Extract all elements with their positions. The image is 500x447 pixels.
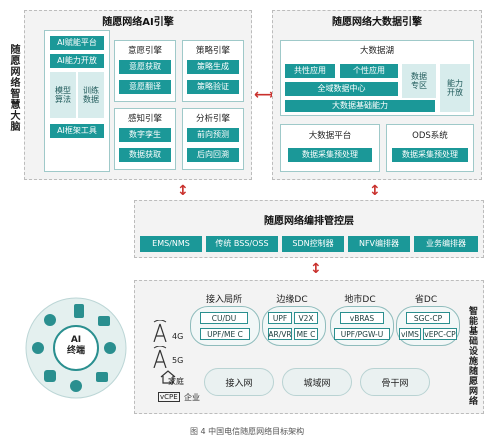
site-access-office-title: 接入局所 (205, 295, 242, 305)
data-acquire: 数据获取 (119, 148, 171, 162)
strategy-engine-title: 策略引擎 (195, 46, 230, 56)
cu-du-box: CU/DU (200, 312, 248, 324)
orchestration-title: 随愿网络编排管控层 (264, 216, 354, 227)
global-data-center: 全域数据中心 (285, 82, 398, 96)
intent-engine-title: 意愿引擎 (127, 46, 162, 56)
home-icon (160, 370, 176, 384)
vcpe-label: vCPE (158, 392, 180, 402)
enterprise-label: 企业 (184, 393, 200, 402)
orch-sdn-controller: SDN控制器 (282, 236, 344, 252)
capability-open: 能力 开放 (440, 64, 470, 112)
perception-engine-title: 感知引擎 (127, 114, 162, 124)
ai-engine-title: 随愿网络AI引擎 (102, 17, 174, 28)
data-zone: 数据 专区 (402, 64, 436, 98)
figure-caption: 图 4 中国电信随愿网络目标架构 (190, 427, 305, 436)
common-app: 共性应用 (285, 64, 335, 78)
v2x-box: V2X (294, 312, 318, 324)
data-lake-title: 大数据湖 (359, 46, 394, 56)
tower-4g-icon (153, 320, 167, 342)
ai-terminal-diagram (25, 297, 127, 399)
ods-collect: 数据采集预处理 (392, 148, 468, 162)
vims-box: vIMS (399, 328, 421, 340)
site-edge-dc-title: 边缘DC (276, 295, 308, 305)
site-city-dc-title: 地市DC (344, 295, 376, 305)
vepc-cp-box: vEPC-CP (423, 328, 457, 340)
upf-edge-box: UPF (268, 312, 292, 324)
ar-vr-box: AR/VR (268, 328, 292, 340)
ai-terminal-label: AI 终端 (66, 335, 85, 356)
strategy-verify: 策略验证 (187, 80, 239, 94)
orch-service-orchestrator: 业务编排器 (414, 236, 478, 252)
personal-app: 个性应用 (340, 64, 398, 78)
ai-capability-open: AI能力开放 (50, 54, 104, 68)
orch-infra-arrow: ↕ (310, 261, 322, 277)
ai-orch-arrow: ↕ (177, 183, 189, 199)
access-net-label: 接入网 (225, 379, 253, 389)
bigdata-platform-collect: 数据采集预处理 (288, 148, 372, 162)
intent-translate: 意愿翻译 (119, 80, 171, 94)
sgc-cp-box: SGC-CP (406, 312, 450, 324)
training-data: 训练 数据 (78, 72, 104, 118)
strategy-generate: 策略生成 (187, 60, 239, 74)
orch-ems-nms: EMS/NMS (140, 236, 202, 252)
access-net-blob (204, 368, 274, 396)
metro-net-blob (282, 368, 352, 396)
model-algorithm: 模型 算法 (50, 72, 76, 118)
ai-enablement-platform: AI赋能平台 (50, 36, 104, 50)
brain-vertical-label: 随愿网络智慧大脑 (8, 44, 19, 132)
bigdata-base-capability: 大数据基础能力 (285, 100, 435, 112)
bigdata-engine-title: 随愿网络大数据引擎 (332, 17, 422, 28)
upf-mec-access-box: UPF/ME C (200, 328, 250, 340)
access-5g-label: 5G (172, 356, 184, 365)
home-label: 家庭 (168, 377, 184, 386)
backbone-net-label: 骨干网 (381, 379, 409, 389)
mec-edge-box: ME C (294, 328, 318, 340)
infra-vertical-label: 智能基础设施随愿网络 (467, 306, 477, 406)
intent-acquire: 意愿获取 (119, 60, 171, 74)
access-4g-label: 4G (172, 332, 184, 341)
orch-nfv-orchestrator: NFV编排器 (348, 236, 410, 252)
ai-bigdata-arrow: ⟷ (254, 87, 275, 103)
tower-5g-icon (153, 346, 167, 368)
forward-predict: 前向预测 (187, 128, 239, 142)
ai-framework-tools: AI框架工具 (50, 124, 104, 138)
vbras-box: vBRAS (340, 312, 384, 324)
ods-system-title: ODS系统 (412, 131, 448, 141)
metro-net-label: 城域网 (303, 379, 331, 389)
backward-trace: 后向回溯 (187, 148, 239, 162)
upf-pgw-box: UPF/PGW-U (334, 328, 390, 340)
bigdata-platform-title: 大数据平台 (308, 131, 352, 141)
bigdata-orch-arrow: ↕ (369, 183, 381, 199)
digital-twin: 数字孪生 (119, 128, 171, 142)
backbone-net-blob (360, 368, 430, 396)
orch-bss-oss: 传统 BSS/OSS (206, 236, 278, 252)
site-province-dc-title: 省DC (414, 295, 438, 305)
analysis-engine-title: 分析引擎 (195, 114, 230, 124)
